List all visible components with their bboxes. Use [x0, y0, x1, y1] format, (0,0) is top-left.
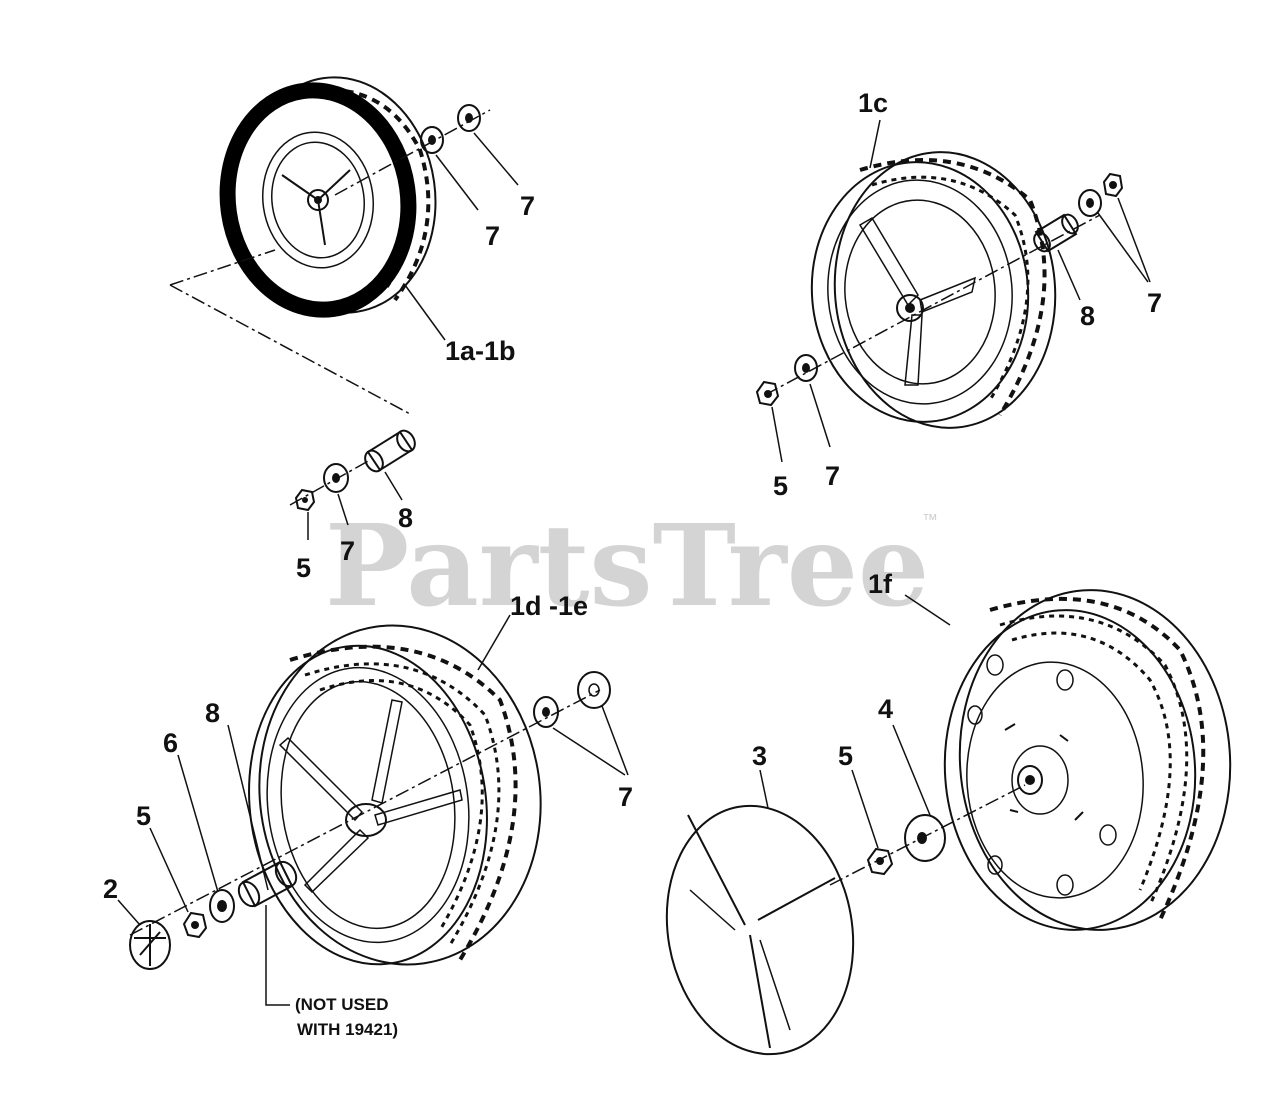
note-line-2: WITH 19421) [297, 1020, 398, 1039]
callout-1d-1e: 1d -1e [510, 591, 588, 621]
wheel-1f [943, 589, 1232, 931]
wheel-1a-1b [219, 76, 437, 318]
nut-5-right [755, 380, 780, 407]
washer-6 [209, 889, 235, 923]
nut-5-left [182, 911, 208, 939]
watermark-text: PartsTree [325, 501, 929, 632]
washer-7-right-a [1078, 189, 1102, 217]
callout-1a-1b: 1a-1b [445, 336, 516, 366]
nut-5-mid [294, 488, 316, 512]
callout-1c: 1c [858, 88, 888, 118]
wheel-1d-1e [248, 624, 542, 966]
callout-6: 6 [163, 728, 178, 758]
callout-5-lower-right: 5 [838, 741, 853, 771]
callout-5-left: 5 [136, 801, 151, 831]
callout-7-top-a: 7 [485, 221, 500, 251]
callout-2: 2 [103, 874, 118, 904]
washer-4 [904, 814, 946, 862]
wheel-1c [810, 151, 1057, 429]
callout-8-mid: 8 [398, 503, 413, 533]
spacer-8-right [1033, 213, 1079, 253]
washer-7-top-a [420, 126, 444, 154]
nut-7-right-b [1102, 172, 1124, 198]
callout-8-right: 8 [1080, 301, 1095, 331]
callout-1f: 1f [868, 569, 893, 599]
spacer-8-mid [364, 429, 416, 473]
callout-7-mid: 7 [340, 536, 355, 566]
washer-7-right-lower [794, 354, 818, 382]
callout-7-right: 7 [1147, 288, 1162, 318]
spacer-8-left [237, 860, 298, 908]
nut-5-lower-right [866, 847, 894, 876]
callout-8-left: 8 [205, 698, 220, 728]
trademark-symbol: ™ [922, 512, 938, 529]
hub-cap-2 [129, 920, 171, 970]
callout-7-bottom: 7 [618, 782, 633, 812]
callout-7-top-b: 7 [520, 191, 535, 221]
callout-7-right-lower: 7 [825, 461, 840, 491]
washer-7-bottom-a [533, 696, 559, 728]
callout-4: 4 [878, 694, 893, 724]
washer-7-mid [323, 463, 349, 493]
note-line-1: (NOT USED [295, 995, 389, 1014]
hub-cap-3 [665, 804, 855, 1056]
callout-3: 3 [752, 741, 767, 771]
washer-7-top-b [457, 104, 481, 132]
callout-5-mid: 5 [296, 553, 311, 583]
callout-5-right: 5 [773, 471, 788, 501]
washer-7-bottom-b [577, 671, 611, 709]
watermark: PartsTree ™ [325, 501, 938, 632]
